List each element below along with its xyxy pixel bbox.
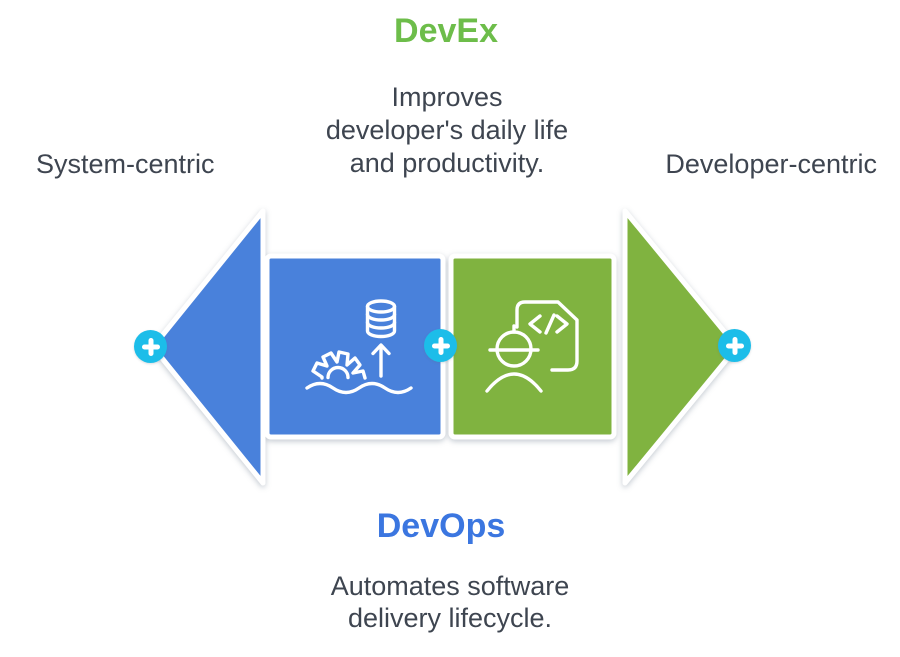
right-arrow-shape	[622, 208, 740, 486]
database-body-icon	[365, 304, 397, 339]
devops-title: DevOps	[376, 507, 506, 545]
plus-icon	[718, 329, 751, 362]
left-arrow-shape	[150, 208, 266, 486]
up-arrow-icon	[371, 343, 391, 378]
plus-icon	[134, 330, 167, 363]
engineer-shoulders-icon	[485, 372, 543, 393]
plus-badge-left	[134, 330, 167, 363]
plus-badge-middle	[424, 329, 457, 362]
code-document-icon	[515, 300, 579, 372]
engineer-code-document-icon	[485, 300, 579, 393]
devops-description: Automates software delivery lifecycle.	[331, 570, 570, 634]
system-centric-label: System-centric	[36, 149, 215, 179]
devex-description-line-3: and productivity.	[349, 148, 545, 178]
devex-description-line-2: developer's daily life	[325, 115, 569, 145]
devops-description-line-1: Automates software	[330, 571, 570, 601]
devex-title: DevEx	[394, 12, 498, 50]
database-ring-icon	[365, 312, 397, 322]
plus-icon	[424, 329, 457, 362]
water-wave-icon	[305, 381, 413, 395]
devops-square	[264, 253, 446, 440]
plus-badge-right	[718, 329, 751, 362]
code-brackets-icon	[528, 313, 569, 335]
automation-gear-water-database-icon	[305, 299, 413, 395]
devex-description: Improves developer's daily life and prod…	[326, 81, 568, 180]
database-ring-icon	[365, 320, 397, 330]
gear-icon	[311, 350, 367, 380]
gear-arch-icon	[326, 365, 350, 380]
devex-description-line-1: Improves	[391, 82, 503, 112]
developer-centric-label: Developer-centric	[665, 149, 877, 179]
devops-description-line-2: delivery lifecycle.	[347, 603, 553, 633]
